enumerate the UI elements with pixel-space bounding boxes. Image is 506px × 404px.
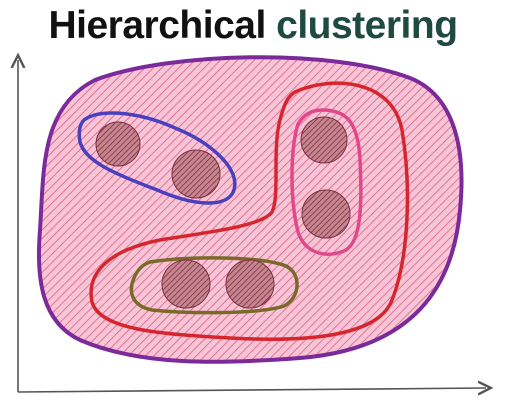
x-axis (17, 388, 486, 392)
data-point (95, 121, 141, 167)
olive-cluster (129, 256, 299, 315)
data-point (301, 189, 351, 239)
pink-cluster (290, 108, 363, 256)
data-point (161, 259, 211, 309)
data-point (300, 116, 348, 164)
data-point (171, 149, 221, 199)
blue-cluster (77, 111, 237, 205)
title-word-hierarchical: Hierarchical (48, 4, 266, 47)
page-title: Hierarchical clustering (0, 2, 506, 50)
data-point (225, 259, 275, 309)
title-word-clustering: clustering (276, 4, 458, 47)
red-cluster (89, 81, 410, 341)
